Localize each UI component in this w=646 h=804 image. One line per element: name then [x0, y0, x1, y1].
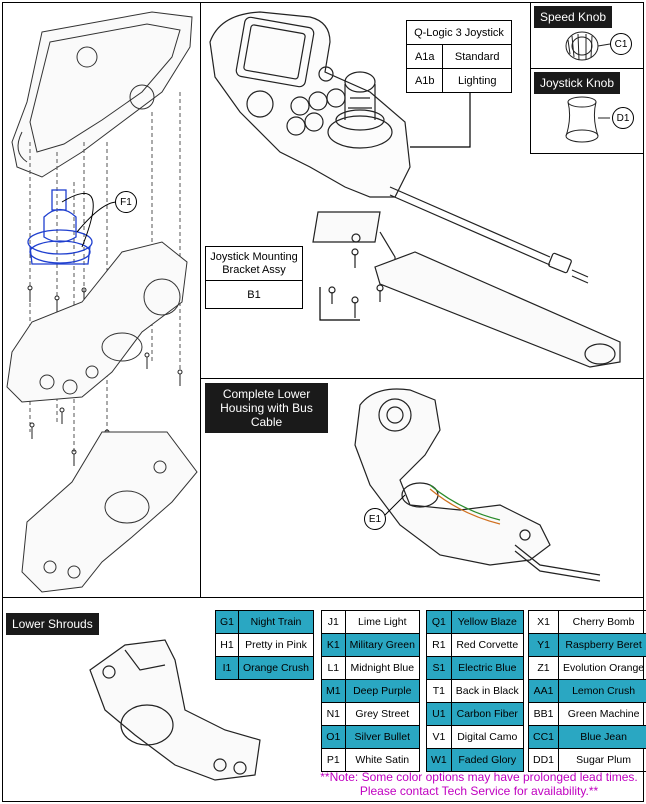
color-name: Pretty in Pink	[238, 633, 314, 657]
joystick-knob-title: Joystick Knob	[534, 72, 621, 94]
color-name: Lime Light	[344, 610, 420, 634]
color-code: M1	[321, 679, 346, 703]
color-name: Yellow Blaze	[450, 610, 524, 634]
lead-time-note: **Note: Some color options may have prol…	[320, 770, 638, 798]
color-name: Silver Bullet	[344, 725, 420, 749]
color-name: Electric Blue	[450, 656, 524, 680]
color-code: AA1	[527, 679, 560, 703]
joystick-drawing	[209, 11, 621, 368]
color-code: S1	[426, 656, 452, 680]
color-name: Faded Glory	[450, 748, 524, 772]
qlogic-code: A1b	[405, 68, 444, 93]
lower-shroud-drawing	[89, 639, 261, 781]
color-code: Q1	[426, 610, 452, 634]
color-name: Midnight Blue	[344, 656, 420, 680]
color-code: W1	[426, 748, 452, 772]
color-code: I1	[214, 656, 240, 680]
lower-housing-drawing	[354, 388, 601, 582]
color-code: Z1	[527, 656, 560, 680]
bracket-title: Joystick Mounting Bracket Assy	[205, 246, 303, 281]
callout-e1: E1	[364, 508, 386, 530]
qlogic-code: A1a	[405, 44, 444, 69]
color-code: P1	[321, 748, 346, 772]
color-code: X1	[527, 610, 560, 634]
color-code: N1	[321, 702, 346, 726]
callout-d1: D1	[612, 107, 634, 129]
qlogic-name: Standard	[442, 44, 512, 69]
color-name: White Satin	[344, 748, 420, 772]
qlogic-title: Q-Logic 3 Joystick	[406, 20, 512, 45]
color-name: Sugar Plum	[558, 748, 646, 772]
color-code: H1	[214, 633, 240, 657]
color-name: Digital Camo	[450, 725, 524, 749]
exploded-view-drawing	[6, 11, 198, 593]
qlogic-table: Q-Logic 3 Joystick A1a Standard A1b Ligh…	[405, 20, 512, 93]
color-code: G1	[214, 610, 240, 634]
color-name: Lemon Crush	[558, 679, 646, 703]
speed-knob-title: Speed Knob	[534, 6, 613, 28]
color-code: L1	[321, 656, 346, 680]
color-code: DD1	[527, 748, 560, 772]
color-name: Military Green	[344, 633, 420, 657]
color-name: Evolution Orange	[558, 656, 646, 680]
color-name: Night Train	[238, 610, 314, 634]
e1-leader-line	[379, 494, 406, 521]
bracket-code: B1	[205, 280, 303, 309]
lower-housing-title: Complete Lower Housing with Bus Cable	[205, 383, 328, 433]
color-name: Back in Black	[450, 679, 524, 703]
color-name: Deep Purple	[344, 679, 420, 703]
color-code: K1	[321, 633, 346, 657]
color-name: Orange Crush	[238, 656, 314, 680]
color-name: Blue Jean	[558, 725, 646, 749]
color-code: Y1	[527, 633, 560, 657]
qlogic-name: Lighting	[442, 68, 512, 93]
color-code: CC1	[527, 725, 560, 749]
callout-f1: F1	[115, 191, 137, 213]
color-name: Cherry Bomb	[558, 610, 646, 634]
callout-c1: C1	[610, 33, 632, 55]
color-code: V1	[426, 725, 452, 749]
color-code: U1	[426, 702, 452, 726]
color-code: J1	[321, 610, 346, 634]
color-name: Raspberry Beret	[558, 633, 646, 657]
joystick-knob-drawing	[565, 96, 610, 143]
color-name: Carbon Fiber	[450, 702, 524, 726]
color-name: Grey Street	[344, 702, 420, 726]
color-code: BB1	[527, 702, 560, 726]
lower-shrouds-title: Lower Shrouds	[6, 613, 99, 635]
speed-knob-drawing	[565, 31, 611, 61]
bracket-table: Joystick Mounting Bracket Assy B1	[205, 246, 303, 309]
color-code: O1	[321, 725, 346, 749]
color-code: T1	[426, 679, 452, 703]
color-name: Green Machine	[558, 702, 646, 726]
color-name: Red Corvette	[450, 633, 524, 657]
color-code: R1	[426, 633, 452, 657]
